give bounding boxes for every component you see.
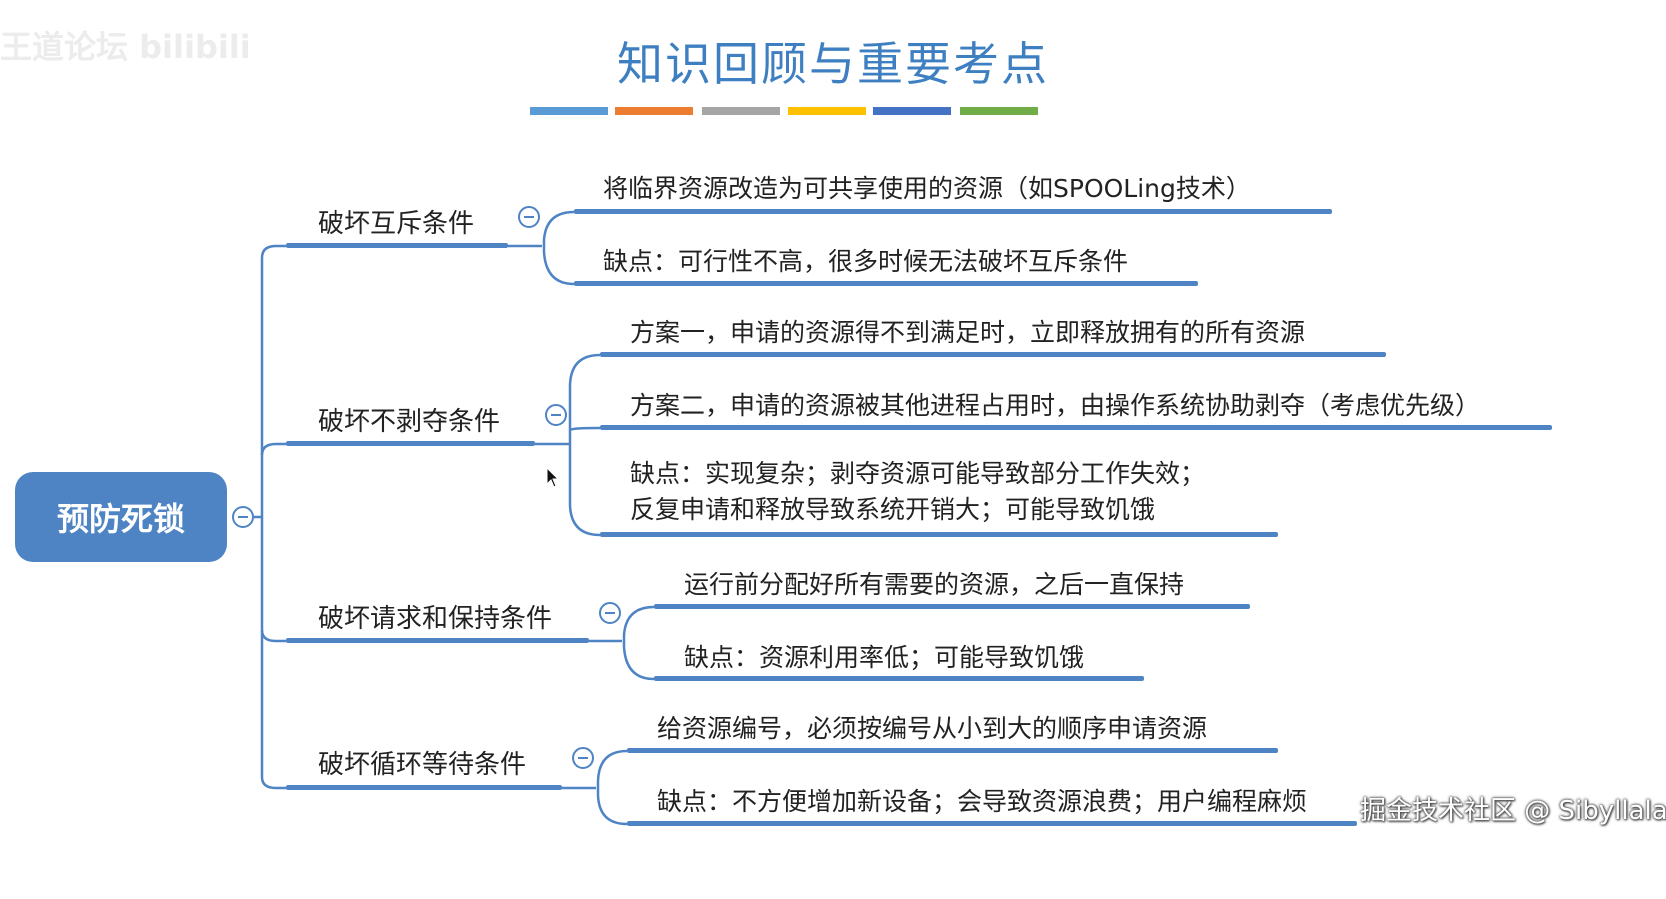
watermark-bottom-right: 掘金技术社区 @ Sibyllala [1360,796,1666,826]
connector-root-branch-3 [260,629,286,643]
branch-1-leaf-1: 将临界资源改造为可共享使用的资源（如SPOOLing技术） [603,174,1251,203]
connector-root-branch-4 [260,776,286,790]
branch-4-leaf-1: 给资源编号，必须按编号从小到大的顺序申请资源 [657,714,1208,743]
connector-branch-4-leaves [562,749,628,826]
connector-branch-3-leaves [589,605,655,681]
branch-3-leaf-1-underline [654,604,1250,609]
branch-3-leaf-1: 运行前分配好所有需要的资源，之后一直保持 [684,570,1185,599]
branch-1-leaf-2: 缺点：可行性不高，很多时候无法破坏互斥条件 [603,247,1129,276]
branch-4-underline [286,785,562,790]
root-label: 预防死锁 [56,500,185,538]
watermark-top-left: 王道论坛 bilibili [0,28,251,66]
color-stripe-3 [702,107,780,115]
branch-4-leaf-2: 缺点：不方便增加新设备；会导致资源浪费；用户编程麻烦 [657,787,1308,816]
branch-2-collapse-toggle[interactable] [545,404,567,426]
branch-1-leaf-2-underline [574,281,1198,286]
mouse-cursor-icon [546,467,560,488]
branch-1-collapse-toggle[interactable] [518,206,540,228]
branch-2-underline [286,441,535,446]
color-stripe-1 [530,107,608,115]
connector-root-branch-1 [260,244,286,259]
branch-4-leaf-1-underline [627,748,1278,753]
branch-2-leaf-2: 方案二，申请的资源被其他进程占用时，由操作系统协助剥夺（考虑优先级） [630,391,1481,420]
color-stripe-4 [788,107,866,115]
branch-3-label: 破坏请求和保持条件 [318,604,553,634]
branch-3-leaf-2: 缺点：资源利用率低；可能导致饥饿 [684,643,1085,672]
connector-root-branch-2 [260,442,286,456]
page-title: 知识回顾与重要考点 [617,37,1049,91]
connector-root-trunk [254,258,264,777]
color-stripe-5 [873,107,951,115]
branch-3-leaf-2-underline [654,676,1144,681]
branch-1-label: 破坏互斥条件 [318,209,475,239]
branch-2-leaf-3: 缺点：实现复杂；剥夺资源可能导致部分工作失效； 反复申请和释放导致系统开销大；可… [630,459,1206,524]
branch-2-leaf-3-underline [600,532,1278,537]
connector-branch-1-leaves [508,210,575,286]
color-stripe-6 [960,107,1038,115]
branch-2-label: 破坏不剥夺条件 [318,407,501,437]
branch-4-leaf-2-underline [627,821,1357,826]
branch-3-underline [286,638,589,643]
root-node[interactable]: 预防死锁 [15,472,227,562]
branch-2-leaf-2-underline [600,425,1552,430]
color-stripe-2 [615,107,693,115]
branch-4-collapse-toggle[interactable] [572,747,594,769]
branch-1-underline [286,243,508,248]
branch-4-label: 破坏循环等待条件 [318,750,527,780]
branch-1-leaf-1-underline [574,209,1332,214]
branch-2-leaf-1: 方案一，申请的资源得不到满足时，立即释放拥有的所有资源 [630,318,1306,347]
branch-3-collapse-toggle[interactable] [599,602,621,624]
connector-branch-2-leaves [535,353,601,537]
root-collapse-toggle[interactable] [232,506,254,528]
branch-2-leaf-1-underline [600,352,1386,357]
